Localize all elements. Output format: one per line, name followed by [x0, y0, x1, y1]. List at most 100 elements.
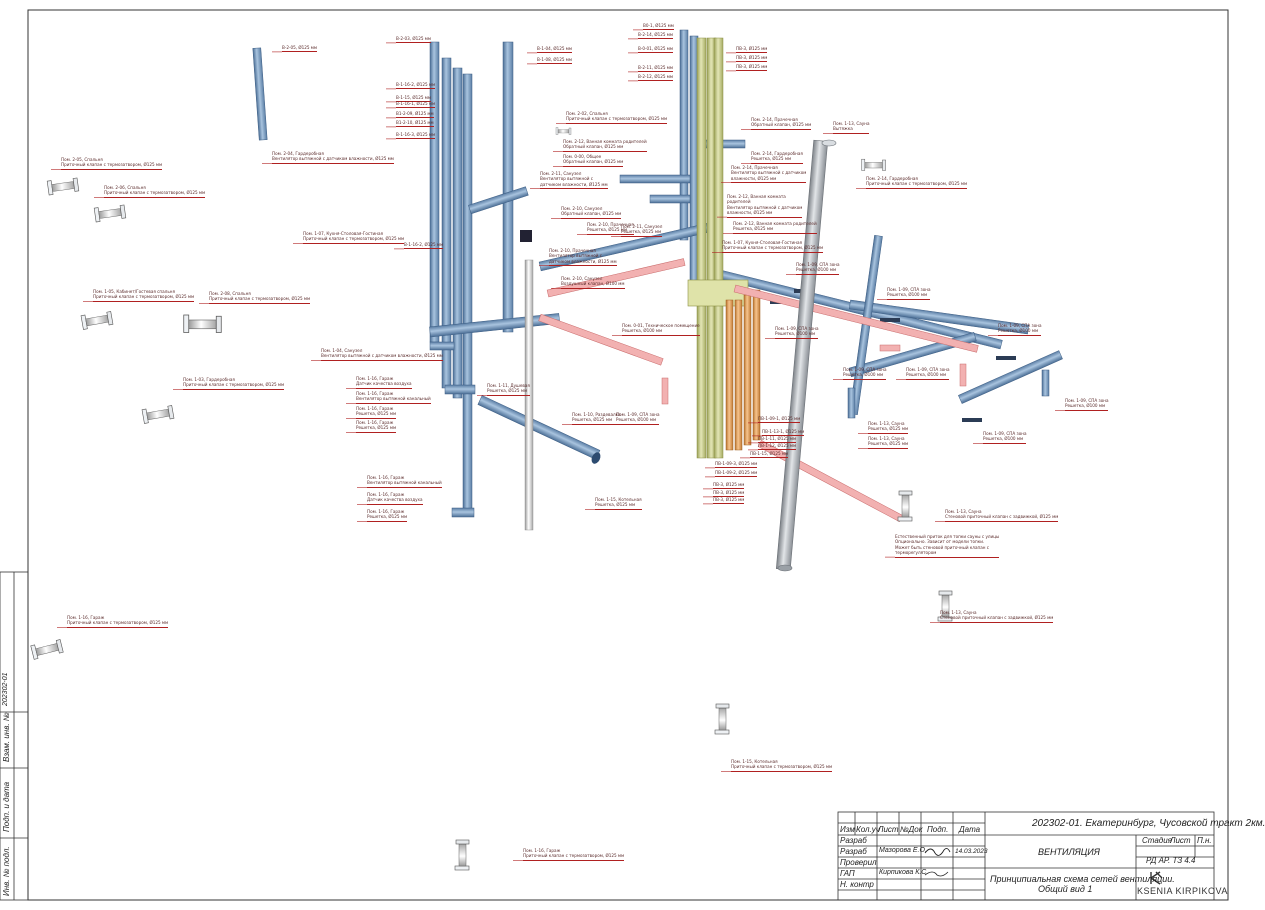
label-l11: ПВ-3, Ø125 мм: [736, 56, 768, 63]
label-l68: ПВ-1-09-3, Ø125 мм: [715, 462, 758, 469]
label-line: ПВ-1-09-1, Ø125 мм: [758, 417, 801, 424]
label-l10: ПВ-3, Ø125 мм: [736, 47, 768, 54]
label-line: Приточный клапан с термозатвором, Ø125 м…: [104, 191, 206, 198]
label-line: Пом. 1-16, Гараж: [367, 510, 405, 515]
label-line: Вентилятор вытяжной канальный: [367, 481, 442, 488]
label-line: Воздушный клапан, Ø100 мм: [561, 282, 625, 289]
label-line: Может быть стеновой приточный клапан с: [895, 545, 990, 551]
label-line: Решетка, Ø100 мм: [616, 418, 660, 425]
label-line: Решетка, Ø125 мм: [487, 389, 530, 396]
label-line: Пом. 1-09, СПА зона: [1065, 399, 1109, 404]
tb-company: KSENIA KIRPIKOVA: [1137, 886, 1228, 896]
label-line: Решетка, Ø125 мм: [868, 427, 909, 434]
label-line: Пом. 1-13, Сауна: [868, 422, 905, 427]
label-l17: В1-2-10, Ø125 мм: [396, 121, 434, 128]
label-line: В-1-16-2, Ø125 мм: [396, 83, 436, 90]
label-line: Решетка, Ø125 мм: [868, 442, 909, 449]
label-line: ПВ-3, Ø125 мм: [736, 47, 768, 54]
label-line: В-1-08, Ø125 мм: [537, 58, 573, 65]
label-line: Обратный клапан, Ø125 мм: [751, 123, 812, 130]
label-line: В-2-14, Ø125 мм: [638, 33, 674, 40]
supply-ducts: [687, 37, 761, 459]
tb-row-role-4: ГАП: [840, 869, 855, 878]
label-line: Пом. 1-16, Гараж: [356, 392, 394, 397]
label-line: Пом. 1-16, Гараж: [367, 493, 405, 498]
label-line: В-2-03, Ø125 мм: [396, 37, 432, 44]
label-line: В-1-04, Ø125 мм: [537, 47, 573, 54]
label-line: Пом. 2-06, Спальня: [104, 186, 146, 191]
label-line: Пом. 1-13, Сауна: [868, 437, 905, 442]
label-line: Пом. 1-13, Сауна: [940, 611, 977, 616]
label-line: Решетка, Ø100 мм: [622, 329, 700, 336]
label-line: Решетка, Ø100 мм: [1065, 404, 1109, 411]
label-line: Пом. 1-11, Душевая: [487, 384, 530, 389]
label-line: Датчик качества воздуха: [356, 382, 412, 389]
label-line: терморегулятором: [895, 551, 1000, 558]
tb-row-name-4: Кирпикова К.С.: [879, 869, 929, 876]
label-line: Пом. 1-09, СПА зона: [616, 413, 660, 418]
label-line: Пом. 1-05, Кабинет/Гостевая спальня: [93, 290, 175, 295]
label-line: Обратный клапан, Ø125 мм: [563, 160, 624, 167]
label-line: Пом. 1-13, Сауна: [833, 122, 870, 127]
label-line: Пом. 2-04, Гардеробная: [272, 152, 324, 157]
label-line: Пом. 2-12, Ванная комната: [727, 195, 786, 200]
label-line: ПВ-3, Ø125 мм: [713, 483, 745, 490]
label-l1: В-2-05, Ø125 мм: [282, 46, 318, 53]
label-line: Пом. 2-12, Ванная комната родителей: [563, 140, 647, 145]
label-line: Решетка, Ø100 мм: [887, 293, 931, 300]
label-line: ПВ-1-12, Ø125 мм: [758, 444, 797, 451]
label-line: Решетка, Ø125 мм: [572, 418, 621, 425]
label-line: Приточный клапан с термозатвором, Ø125 м…: [67, 621, 169, 628]
label-line: Пом. 1-09, СПА зона: [998, 324, 1042, 329]
label-l15: В-1-16-1, Ø125 мм: [396, 102, 436, 109]
label-line: Пом. 0-00, Общее: [563, 155, 602, 160]
label-line: ПВ-1-13-1, Ø125 мм: [762, 430, 805, 437]
label-line: Пом. 1-16, Гараж: [367, 476, 405, 481]
signature-gap: [924, 871, 949, 877]
label-line: В1-2-09, Ø125 мм: [396, 112, 434, 119]
label-l14: В-1-15, Ø125 мм: [396, 96, 432, 103]
label-line: Решетка, Ø125 мм: [356, 412, 397, 419]
label-line: Пом. 1-07, Кухня-Столовая-Гостиная: [722, 241, 802, 246]
label-line: Пом. 2-10, Санузел: [561, 207, 603, 212]
tb-row-date-2: 14.03.2023: [955, 848, 988, 855]
label-line: В1-2-10, Ø125 мм: [396, 121, 434, 128]
label-line: Решетка, Ø125 мм: [621, 230, 663, 237]
tb-drawing-title-2: Общий вид 1: [1038, 884, 1093, 894]
label-line: Пом. 2-02, Спальня: [566, 112, 608, 117]
label-line: Вентилятор вытяжной с датчиком влажности…: [272, 157, 394, 164]
label-line: ПВ-1-09-2, Ø125 мм: [715, 471, 758, 478]
label-line: Приточный клапан с термозатвором, Ø125 м…: [61, 163, 163, 170]
tb-section: ВЕНТИЛЯЦИЯ: [1038, 847, 1100, 857]
label-line: Приточный клапан с термозатвором, Ø125 м…: [183, 383, 285, 390]
label-line: Пом. 1-10, Раздевалка: [572, 413, 621, 418]
label-l72: ПВ-3, Ø125 мм: [713, 498, 745, 505]
label-line: Пом. 0-01, Техническое помещение: [622, 324, 700, 329]
label-l6: В-2-14, Ø125 мм: [638, 33, 674, 40]
tb-header-podp: Подп.: [927, 825, 949, 834]
tb-header-kol-uch: Кол.уч: [856, 825, 880, 834]
label-l5: В0-1, Ø125 мм: [643, 24, 674, 31]
